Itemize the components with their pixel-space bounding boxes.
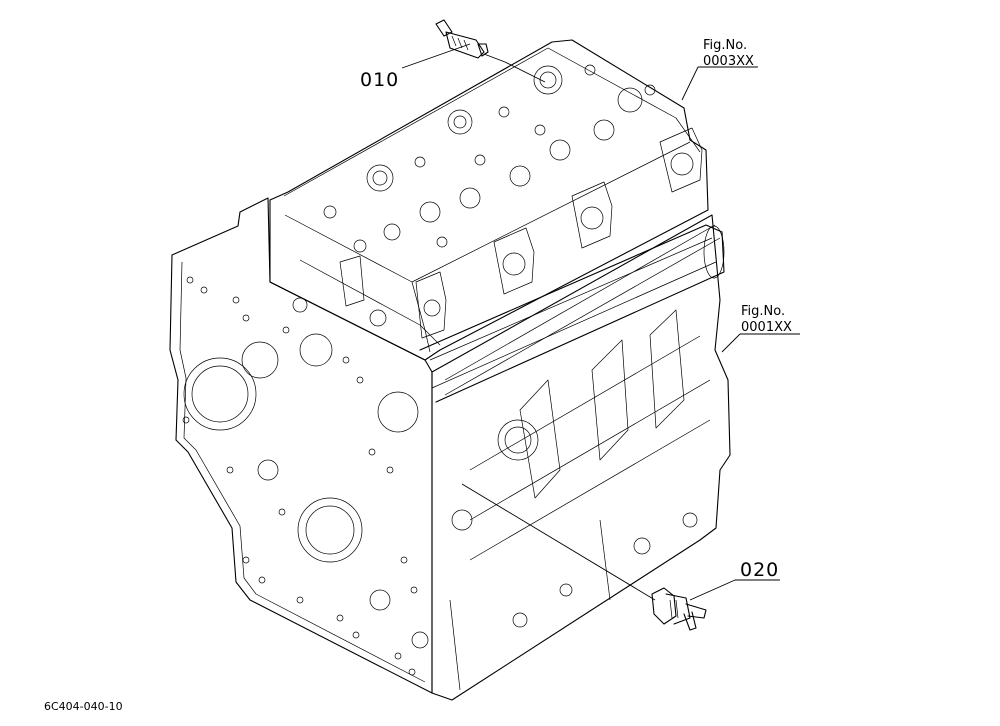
reference-head-fig-label: Fig.No. (703, 38, 747, 53)
reference-block-fig-label: Fig.No. (741, 304, 785, 319)
cylinder-head (269, 39, 709, 361)
drawing-code: 6C404-040-10 (44, 700, 123, 713)
part-010-plug (435, 19, 489, 59)
engine-block (169, 197, 731, 701)
leader-lines (401, 43, 800, 601)
part-020-switch (651, 587, 707, 631)
callout-010: 010 (360, 69, 399, 91)
callout-020: 020 (740, 559, 779, 581)
reference-head-fig-number: 0003XX (703, 54, 754, 69)
reference-block-fig-number: 0001XX (741, 320, 792, 335)
